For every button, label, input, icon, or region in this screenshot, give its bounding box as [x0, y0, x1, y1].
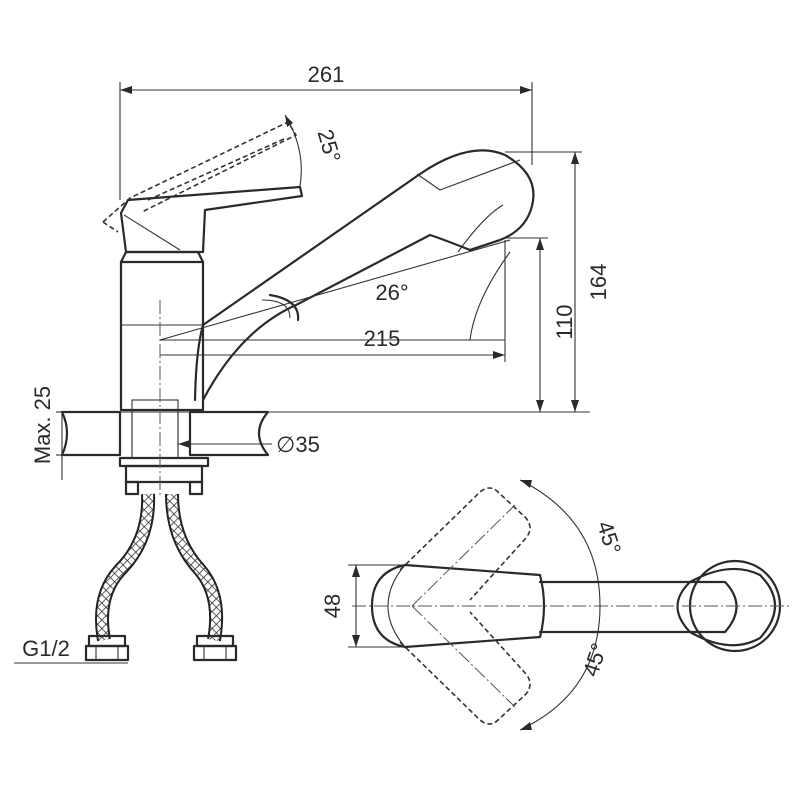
- angle-rotation-up: 45°: [592, 518, 626, 557]
- dimension-48: 48: [320, 564, 405, 648]
- hose-thread-label: G1/2: [22, 636, 70, 661]
- lever-handle: [119, 185, 304, 254]
- spout: [193, 149, 535, 402]
- dim-max-countertop: Max. 25: [30, 386, 55, 464]
- dim-handle-width: 48: [320, 594, 345, 618]
- countertop: [60, 410, 590, 457]
- dimension-max-25: Max. 25: [30, 386, 66, 480]
- flexible-hoses: [84, 493, 238, 662]
- dim-hole-diameter: ∅35: [276, 432, 320, 457]
- angle-rotation-down: 45°: [578, 640, 612, 679]
- dimension-164: 164: [505, 151, 611, 412]
- angle-lever-tilt: 25°: [313, 126, 346, 165]
- side-view: 261 164 110 215: [14, 62, 611, 664]
- angle-25: 25°: [284, 114, 346, 187]
- mounting-nut: [118, 300, 210, 496]
- dimension-261: 261: [119, 62, 533, 200]
- dimension-110: 110: [505, 237, 577, 412]
- handle-top: [370, 563, 546, 649]
- dim-total-height: 164: [586, 264, 611, 301]
- lever-raised-outline: [102, 120, 298, 233]
- dim-spout-height: 110: [552, 304, 577, 339]
- rotation-arc: 45° 45°: [519, 479, 626, 731]
- dim-spout-reach: 215: [364, 326, 401, 351]
- label-g12: G1/2: [14, 636, 128, 664]
- handle-rotated-up: [399, 487, 531, 607]
- angle-spout-tilt: 26°: [375, 280, 408, 305]
- dimension-diameter-35: ∅35: [178, 432, 320, 457]
- dim-total-length: 261: [308, 62, 345, 87]
- top-view: 45° 45° 48: [320, 479, 790, 731]
- handle-rotated-down: [399, 605, 531, 725]
- dimension-215: 215: [160, 240, 506, 362]
- angle-26: 26°: [159, 239, 511, 341]
- spout-top: [352, 559, 790, 653]
